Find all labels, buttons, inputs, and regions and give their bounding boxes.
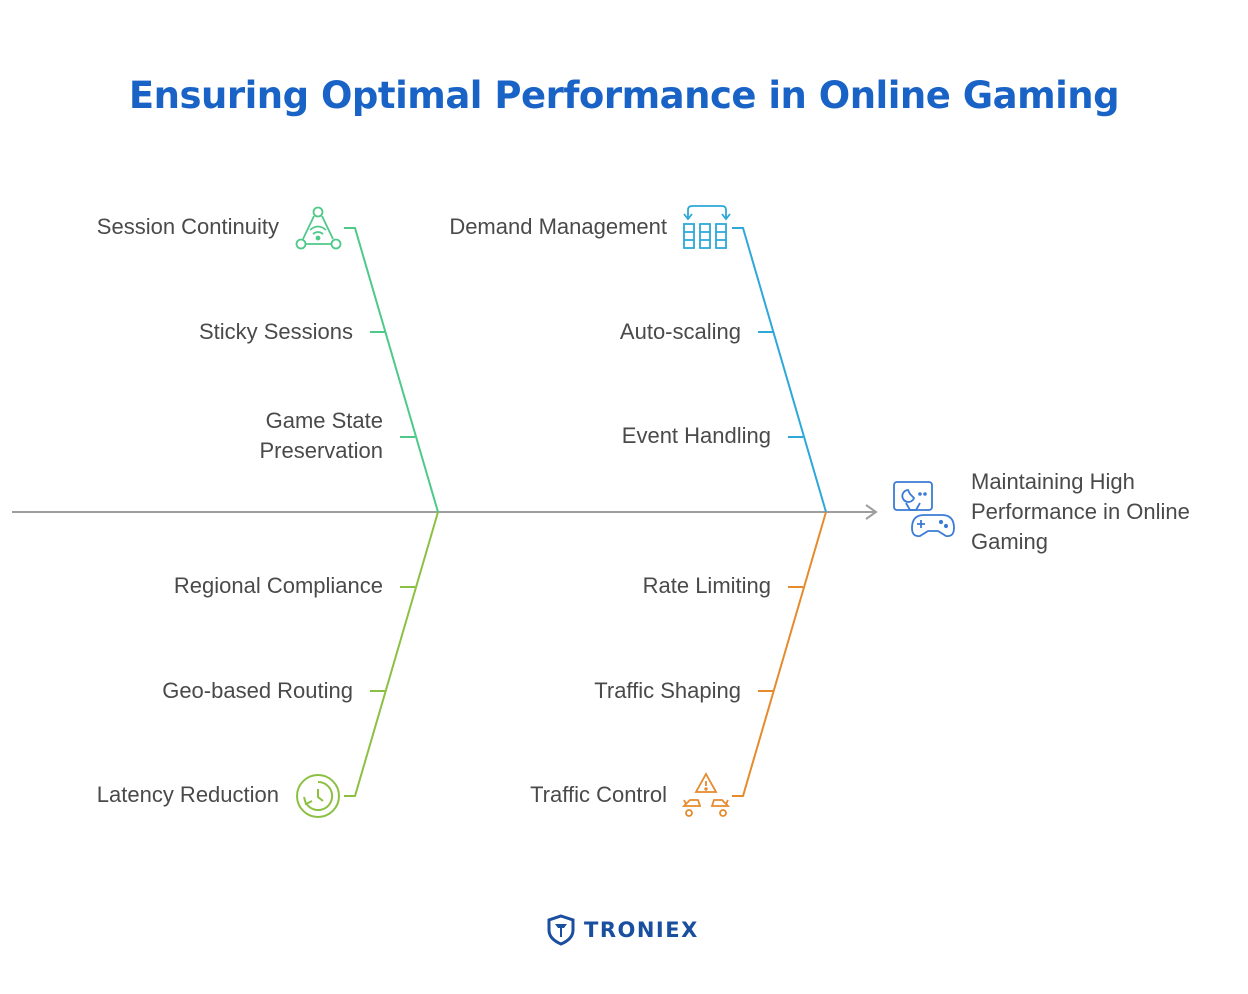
page-title: Ensuring Optimal Performance in Online G…	[128, 74, 1120, 117]
category-label-demand-management: Demand Management	[449, 214, 667, 239]
cause-label-auto-scaling: Auto-scaling	[619, 319, 741, 344]
troniex-logo: TRONIEX	[546, 914, 699, 946]
logo-text: TRONIEX	[584, 918, 699, 942]
branch-demand-management	[732, 227, 827, 513]
traffic-warning-icon	[681, 772, 731, 817]
cause-label-event-handling: Event Handling	[621, 423, 771, 448]
branch-session-continuity	[344, 227, 439, 513]
clock-refresh-icon	[296, 774, 340, 818]
cause-label-rate-limiting: Rate Limiting	[642, 573, 771, 598]
effect-label-line: Performance in Online	[971, 499, 1190, 524]
category-label-traffic-control: Traffic Control	[530, 782, 667, 807]
effect-label: Maintaining High Performance in Online G…	[971, 467, 1231, 557]
branch-line	[732, 227, 827, 513]
branch-line	[344, 227, 439, 513]
branch-line	[344, 511, 439, 797]
cause-label-line: Game State	[265, 408, 383, 433]
gamepad-monitor-icon	[893, 481, 955, 537]
branch-line	[732, 511, 827, 797]
cause-label-line: Preservation	[259, 438, 383, 463]
cause-label-traffic-shaping: Traffic Shaping	[594, 678, 741, 703]
shield-logo-icon	[547, 914, 575, 946]
network-triangle-icon	[295, 206, 342, 250]
spine	[12, 504, 878, 520]
spine-arrowhead	[865, 504, 878, 520]
cause-label-game-state-preservation: Game State Preservation	[259, 406, 383, 466]
category-label-session-continuity: Session Continuity	[96, 214, 279, 239]
cause-label-sticky-sessions: Sticky Sessions	[198, 319, 353, 344]
branch-traffic-control	[732, 511, 827, 797]
cause-label-regional-compliance: Regional Compliance	[173, 573, 383, 598]
effect-label-line: Maintaining High	[971, 469, 1135, 494]
scaling-columns-icon	[683, 205, 731, 249]
category-label-latency-reduction: Latency Reduction	[96, 782, 279, 807]
branch-latency-reduction	[344, 511, 439, 797]
cause-label-geo-based-routing: Geo-based Routing	[162, 678, 353, 703]
effect-label-line: Gaming	[971, 529, 1049, 554]
